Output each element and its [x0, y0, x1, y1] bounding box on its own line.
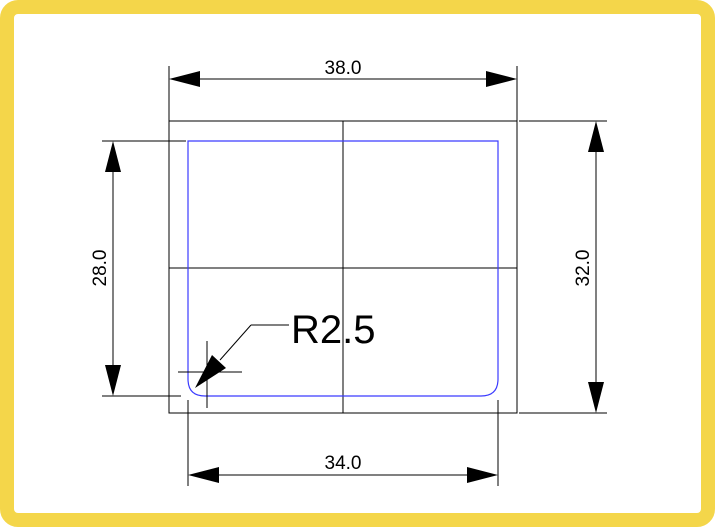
top-arrow-left	[169, 71, 200, 87]
bottom-arrow-left	[188, 467, 219, 483]
radius-arrow	[195, 355, 226, 388]
top-dimension-label: 38.0	[325, 58, 362, 79]
right-dimension-label: 32.0	[573, 250, 594, 287]
radius-leader-line	[219, 324, 252, 361]
top-arrow-right	[486, 71, 517, 87]
left-arrow-top	[105, 141, 121, 172]
radius-label: R2.5	[291, 308, 376, 352]
inner-profile	[187, 140, 499, 397]
right-arrow-bottom	[588, 382, 604, 413]
bottom-dimension-label: 34.0	[325, 453, 362, 474]
left-dimension-label: 28.0	[90, 250, 111, 287]
right-arrow-top	[588, 121, 604, 152]
left-arrow-bottom	[105, 365, 121, 396]
bottom-arrow-right	[467, 467, 498, 483]
